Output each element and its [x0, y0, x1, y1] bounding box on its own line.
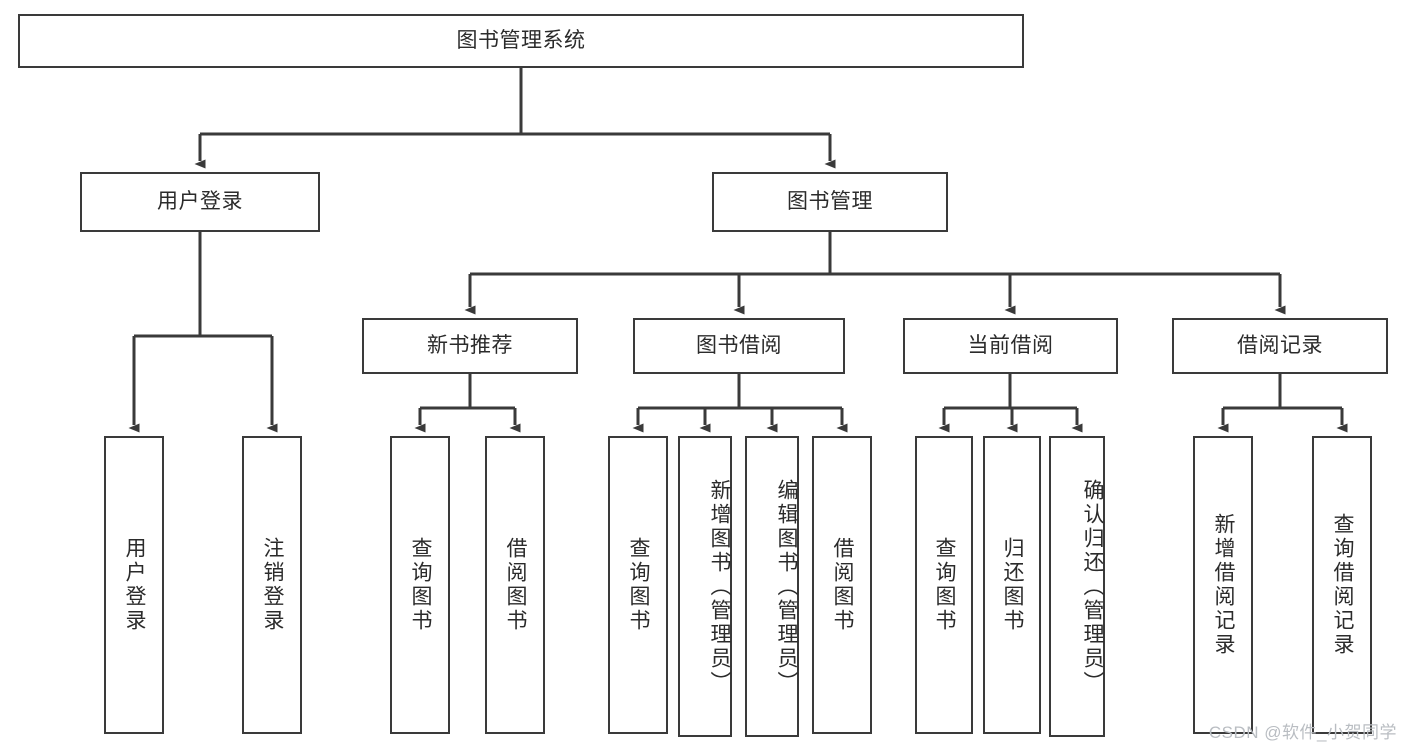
node-label: 图书借阅 [696, 333, 782, 357]
node-leaf-8-借阅图书[interactable]: 借阅图书 [812, 436, 872, 734]
edge-group-user-login [128, 232, 278, 433]
node-leaf-1-用户登录[interactable]: 用户登录 [104, 436, 164, 734]
node-label: 图书管理系统 [456, 28, 586, 52]
node-label: 注销登录 [261, 537, 285, 633]
node-label: 借阅图书 [504, 537, 528, 633]
edge-group-book-management [464, 232, 1286, 315]
edge-group-borrow [632, 374, 848, 433]
node-leaf-4-借阅图书[interactable]: 借阅图书 [485, 436, 545, 734]
node-leaf-12-新增借阅记录[interactable]: 新增借阅记录 [1193, 436, 1253, 734]
node-level2-4-借阅记录[interactable]: 借阅记录 [1172, 318, 1388, 374]
edge-group-root [194, 68, 836, 169]
node-label: 查询图书 [933, 537, 957, 633]
node-label: 新增图书（管理员） [708, 478, 731, 695]
edge-group-current-borrow [938, 374, 1083, 433]
node-label: 新书推荐 [427, 333, 513, 357]
node-label: 新增借阅记录 [1212, 513, 1236, 657]
node-label: 查询图书 [627, 537, 651, 633]
node-leaf-10-归还图书[interactable]: 归还图书 [983, 436, 1041, 734]
node-label: 图书管理 [787, 189, 873, 213]
node-leaf-11-确认归还管理员[interactable]: 确认归还（管理员） [1049, 436, 1105, 737]
node-leaf-6-新增图书管理员[interactable]: 新增图书（管理员） [678, 436, 732, 737]
node-leaf-13-查询借阅记录[interactable]: 查询借阅记录 [1312, 436, 1372, 734]
node-label: 查询图书 [409, 537, 433, 633]
node-label: 确认归还（管理员） [1081, 478, 1104, 695]
node-label: 借阅记录 [1237, 333, 1323, 357]
node-leaf-7-编辑图书管理员[interactable]: 编辑图书（管理员） [745, 436, 799, 737]
node-leaf-3-查询图书[interactable]: 查询图书 [390, 436, 450, 734]
node-leaf-2-注销登录[interactable]: 注销登录 [242, 436, 302, 734]
node-label: 用户登录 [123, 537, 147, 633]
edge-group-new-book [414, 374, 521, 433]
node-level2-3-当前借阅[interactable]: 当前借阅 [903, 318, 1118, 374]
node-level1-2-图书管理[interactable]: 图书管理 [712, 172, 948, 232]
node-label: 当前借阅 [967, 333, 1054, 357]
node-label: 用户登录 [157, 189, 243, 213]
node-level2-2-图书借阅[interactable]: 图书借阅 [633, 318, 845, 374]
node-root-system[interactable]: 图书管理系统 [18, 14, 1024, 68]
node-level1-1-用户登录[interactable]: 用户登录 [80, 172, 320, 232]
node-leaf-5-查询图书[interactable]: 查询图书 [608, 436, 668, 734]
edge-group-borrow-record [1217, 374, 1348, 433]
node-label: 查询借阅记录 [1331, 513, 1355, 657]
node-level2-1-新书推荐[interactable]: 新书推荐 [362, 318, 578, 374]
node-label: 编辑图书（管理员） [775, 478, 798, 695]
node-label: 归还图书 [1001, 537, 1025, 633]
node-leaf-9-查询图书[interactable]: 查询图书 [915, 436, 973, 734]
node-label: 借阅图书 [831, 537, 855, 633]
